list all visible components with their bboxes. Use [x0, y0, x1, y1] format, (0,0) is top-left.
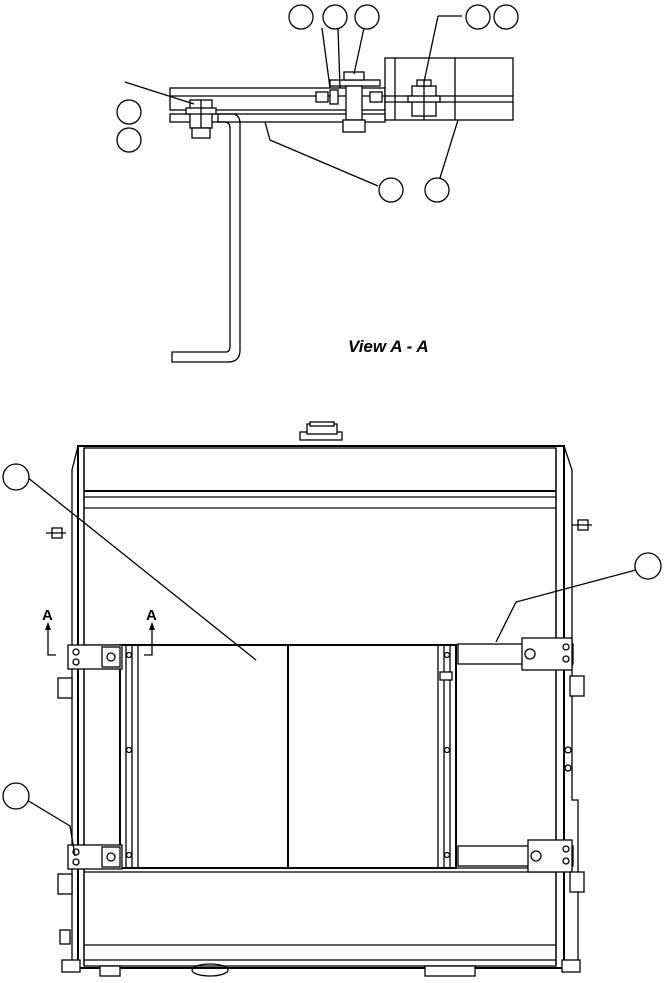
section-marker-label: A: [146, 607, 157, 624]
callout-bubble: [354, 4, 380, 30]
callout-bubble: [493, 4, 519, 30]
section-marker-label: A: [42, 607, 53, 624]
callout-bubble: [2, 782, 30, 810]
callout-bubble: [634, 552, 662, 580]
section-marker-left: A: [42, 607, 56, 656]
section-marker-right: A: [144, 607, 157, 656]
view-title: View A - A: [348, 337, 429, 356]
callout-bubble: [378, 177, 404, 203]
callout-bubble: [322, 4, 348, 30]
callout-bubble: [116, 99, 142, 125]
view-a-a-detail: View A - A: [116, 4, 519, 363]
callout-bubble: [116, 127, 142, 153]
callout-bubble: [424, 177, 450, 203]
callout-bubble: [288, 4, 314, 30]
main-assembly: A A: [2, 421, 662, 977]
callout-bubble: [2, 463, 30, 491]
callout-bubble: [465, 4, 491, 30]
